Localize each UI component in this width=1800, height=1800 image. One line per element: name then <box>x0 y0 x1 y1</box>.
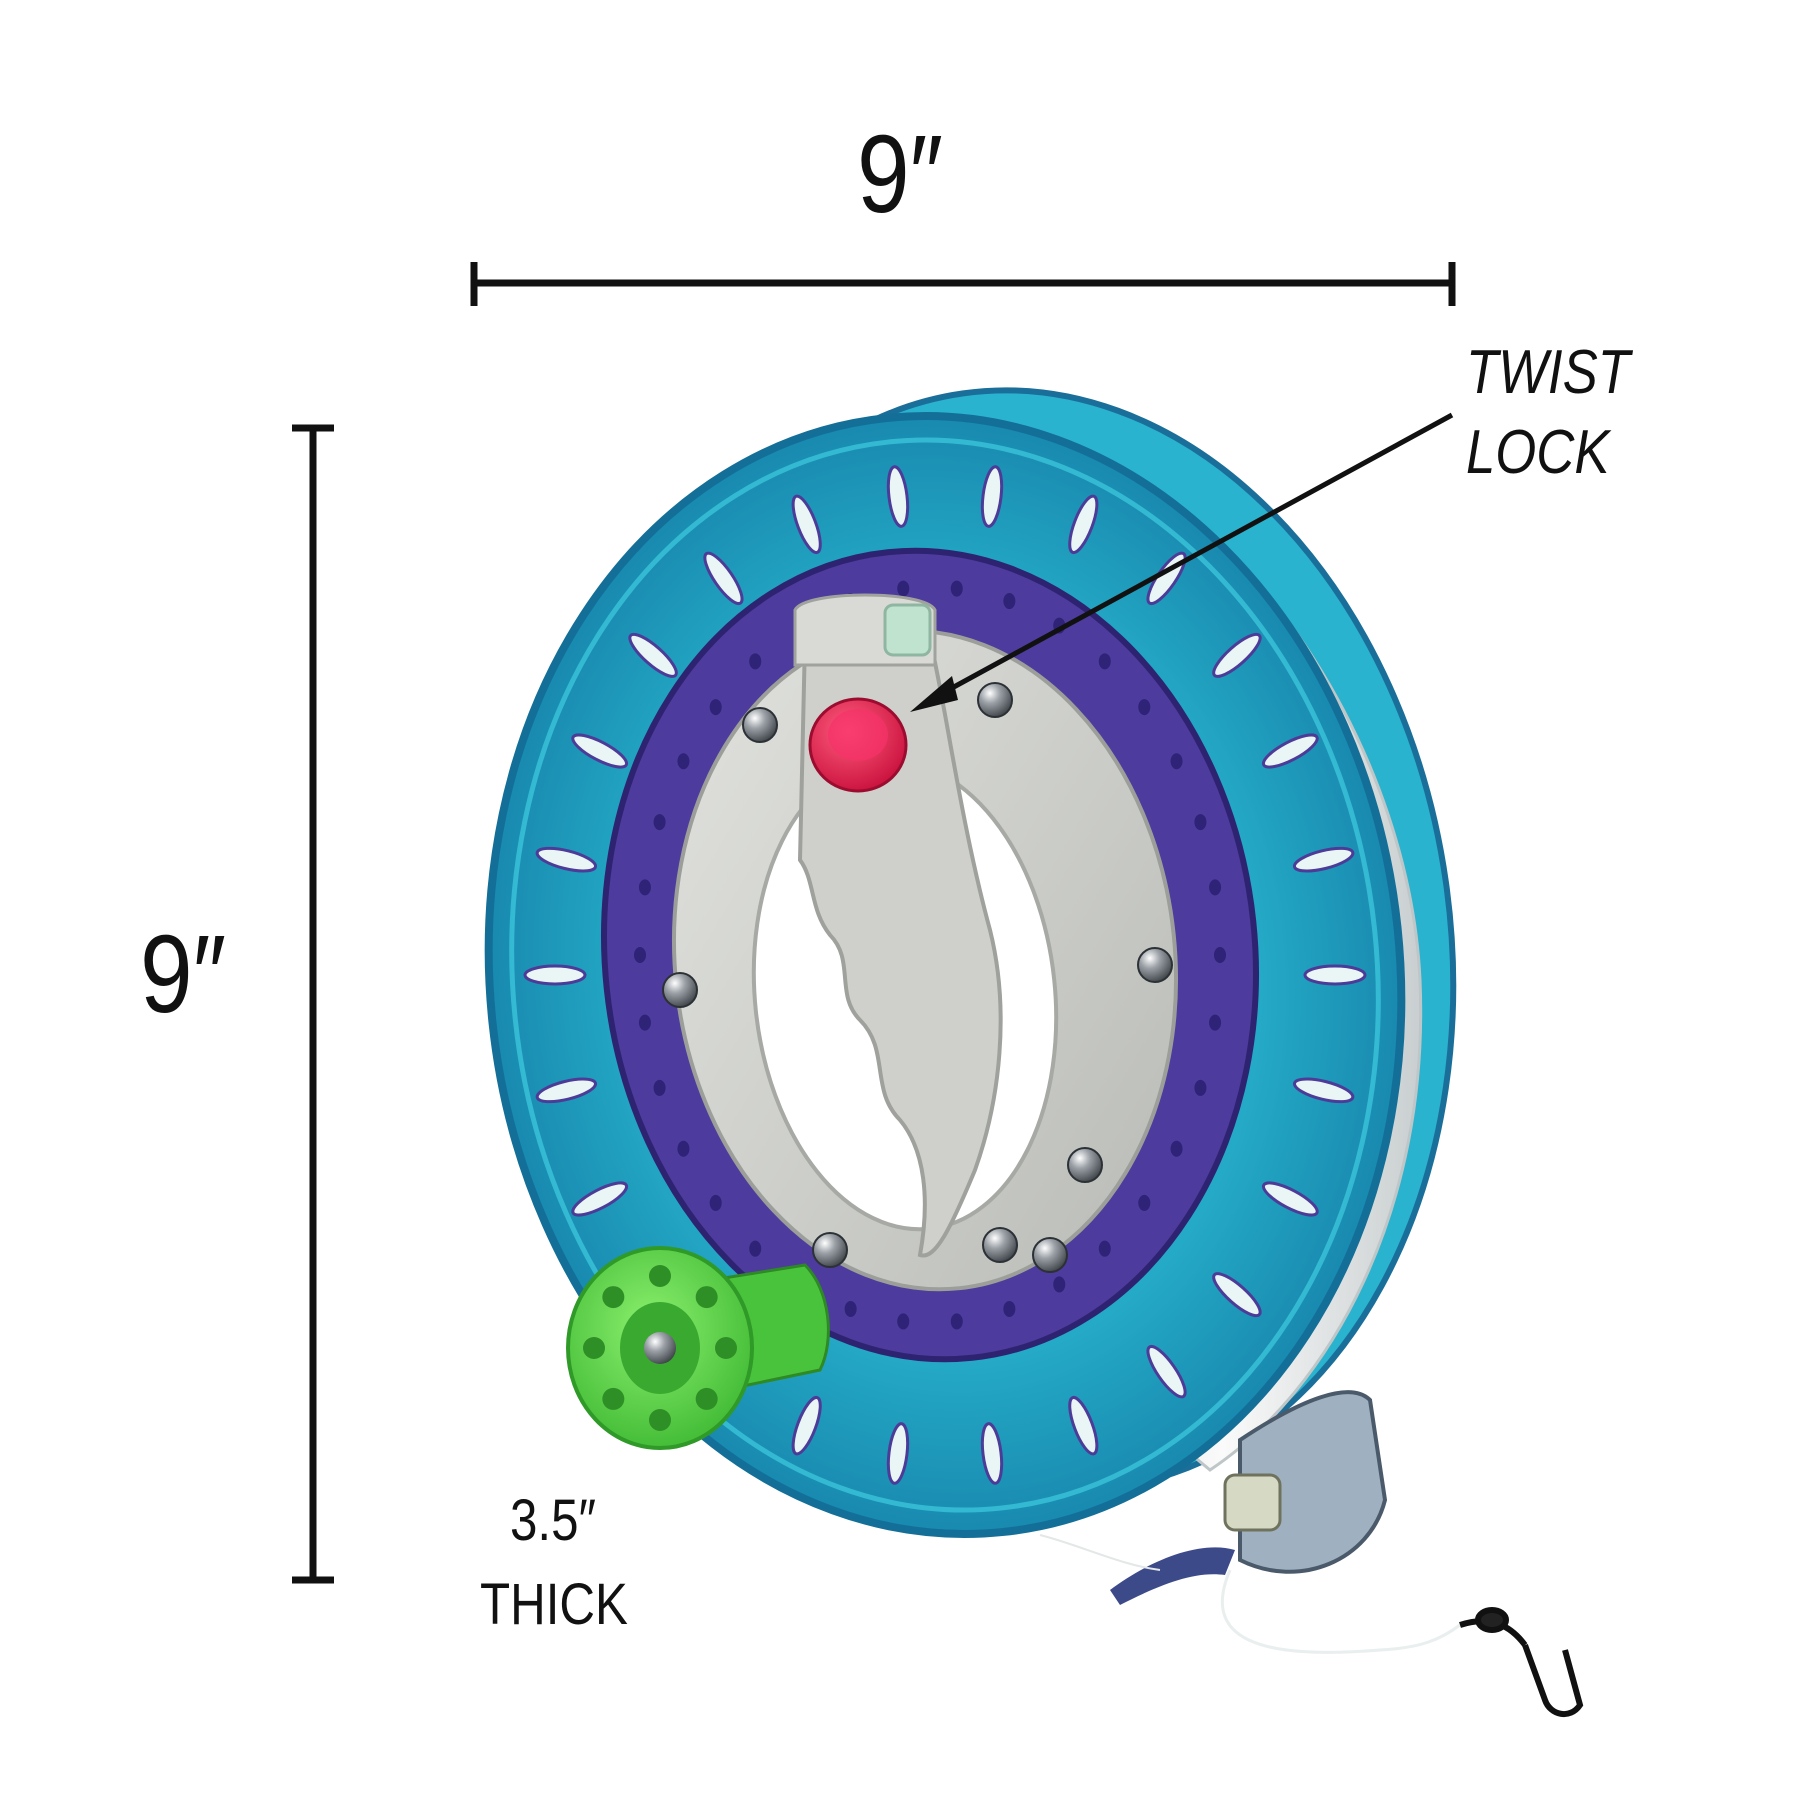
ring-dimple <box>1170 753 1183 770</box>
reel-slot <box>1261 1181 1319 1217</box>
reel-slot <box>791 494 822 555</box>
ring-dimple <box>1138 1194 1151 1211</box>
hub-bolt <box>812 1232 848 1268</box>
ring-dimple <box>634 947 646 963</box>
reel-slot <box>1146 1344 1187 1399</box>
hub-bolts <box>662 682 1173 1273</box>
thickness-word: THICK <box>480 1572 628 1637</box>
height-label: 9″ <box>140 913 227 1036</box>
loose-line <box>1220 1569 1461 1654</box>
ring-dimple <box>844 1300 857 1317</box>
ring-dimple <box>1194 814 1207 831</box>
ring-dimple <box>1209 879 1222 896</box>
handle-hole <box>649 1265 671 1287</box>
ring-dimple <box>749 1240 762 1257</box>
ring-dimple <box>749 653 762 670</box>
handle-hole <box>602 1286 625 1309</box>
handle-hole <box>649 1409 671 1431</box>
ring-dimple <box>1098 1240 1111 1257</box>
ring-dimple <box>1003 1300 1016 1317</box>
loose-line-shadow <box>1039 1534 1161 1571</box>
ring-dimple <box>1053 1276 1066 1293</box>
hub-bolt <box>1067 1147 1103 1183</box>
hub-handle-bar <box>797 638 1003 1258</box>
ring-dimple <box>677 1140 690 1157</box>
reel-slot <box>1212 632 1262 678</box>
ring-dimple <box>653 814 666 831</box>
hub-bolt <box>1137 947 1173 983</box>
ring-dimple <box>677 753 690 770</box>
hub-bolt <box>742 707 778 743</box>
reel-front-disc-edge <box>509 437 1381 1513</box>
ring-dimple <box>950 1313 963 1330</box>
lock-post <box>883 603 932 657</box>
reel-slot <box>980 465 1004 528</box>
reel-slot <box>791 1395 822 1456</box>
reel-slot <box>1068 494 1099 555</box>
reel-slot <box>1292 1077 1355 1104</box>
twist-lock-knob[interactable] <box>808 697 908 793</box>
hub-bolt <box>662 972 698 1008</box>
ring-dimple <box>1214 947 1226 963</box>
ring-dimple <box>653 1079 666 1096</box>
reel-slot <box>571 1181 629 1217</box>
ring-dimple <box>1209 1014 1222 1031</box>
reel-slot <box>571 733 629 769</box>
ring-dimple <box>1098 653 1111 670</box>
handle-hole <box>695 1286 718 1309</box>
thickness-value: 3.5″ <box>510 1488 596 1553</box>
ring-dimple <box>638 879 651 896</box>
width-label: 9″ <box>856 113 944 236</box>
reel-slot <box>1212 1272 1262 1318</box>
ring-dimple <box>1170 1140 1183 1157</box>
reel-slot <box>1292 846 1355 873</box>
ring-dimple <box>1003 593 1016 610</box>
height-dimension-bar <box>292 424 334 1584</box>
handle-hole <box>695 1387 718 1410</box>
ring-dimple <box>1194 1079 1207 1096</box>
reel-slot <box>886 1422 910 1485</box>
ring-dimple <box>897 580 910 597</box>
reel-slot <box>523 964 587 986</box>
width-dimension-bar <box>470 262 1456 306</box>
reel-slot <box>628 632 678 678</box>
reel-slot <box>703 551 744 606</box>
swivel-clip <box>1459 1607 1584 1717</box>
reel-slot <box>1261 733 1319 769</box>
reel-slot <box>980 1422 1004 1485</box>
handle-hole <box>583 1337 605 1359</box>
ring-dimple <box>1138 699 1151 716</box>
hub-bolt <box>1032 1237 1068 1273</box>
reel-slot <box>886 465 910 528</box>
callout-twist-text: TWIST <box>1466 338 1630 407</box>
callout-lock-text: LOCK <box>1466 418 1610 487</box>
handle-hole <box>715 1337 737 1359</box>
ring-dimples <box>634 580 1226 1330</box>
ring-dimple <box>950 580 963 597</box>
reel-slot <box>535 846 598 873</box>
reel-slot <box>535 1077 598 1104</box>
hub-bolt <box>977 682 1013 718</box>
ring-dimple <box>897 1313 910 1330</box>
ring-dimple <box>709 699 722 716</box>
reel-slot <box>1303 964 1367 986</box>
line-guide-bracket <box>1110 1390 1388 1605</box>
reel-slot <box>1068 1395 1099 1456</box>
handle-hole <box>602 1387 625 1410</box>
hub-bolt <box>982 1227 1018 1263</box>
ring-dimple <box>709 1194 722 1211</box>
green-crank-handle[interactable] <box>566 1246 830 1450</box>
ring-dimple <box>638 1014 651 1031</box>
twist-lock-arrow <box>910 412 1454 712</box>
